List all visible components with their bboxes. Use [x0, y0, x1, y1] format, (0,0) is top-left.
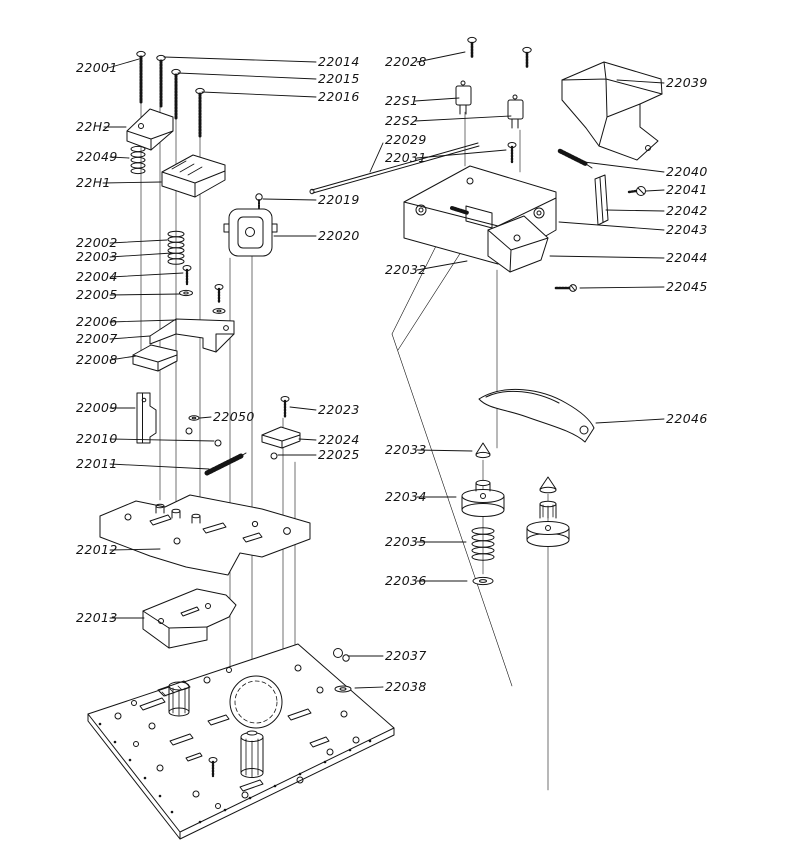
leader-22038	[354, 686, 384, 689]
part-cap-22033	[475, 442, 491, 459]
part-screw-22045	[554, 284, 577, 292]
part-spring-22035	[471, 527, 495, 561]
part-washer-22038	[334, 685, 352, 693]
part-bracket-22008	[132, 344, 178, 372]
part-chassis-plate	[87, 643, 395, 840]
leader-22012	[109, 548, 161, 551]
leader-22015	[177, 72, 317, 80]
leader-22011	[109, 463, 210, 470]
part-bracket-22h2	[126, 108, 174, 151]
leader-22006	[109, 319, 177, 323]
leader-22050	[199, 416, 212, 419]
part-lever-22009	[136, 392, 157, 444]
leader-22045	[579, 286, 665, 289]
leader-22040	[583, 161, 665, 173]
leader-22031	[416, 149, 507, 159]
part-screw-22031	[507, 142, 517, 164]
leader-22014	[163, 56, 317, 63]
leader-22032	[416, 260, 468, 271]
leader-22H1	[102, 181, 162, 184]
part-bracket-22013	[142, 588, 237, 649]
leader-22002	[109, 239, 168, 244]
part-cover-22039	[561, 61, 663, 161]
part-arm-22046	[478, 388, 595, 443]
leader-22003	[109, 252, 173, 258]
leader-22007	[109, 335, 151, 340]
part-bracket-22h1	[161, 154, 226, 198]
part-pulley-22034	[461, 479, 505, 517]
leader-22024	[298, 438, 317, 441]
part-spring-22011	[204, 452, 247, 476]
leader-22008	[109, 355, 137, 361]
part-switch-22s2	[507, 94, 524, 129]
part-clip-22024	[261, 426, 301, 449]
part-screws-22028	[467, 36, 532, 70]
leader-22033	[416, 449, 473, 452]
leader-22019	[262, 198, 317, 201]
leader-22023	[289, 406, 317, 411]
leader-22010	[109, 438, 215, 442]
part-spring-22049	[130, 145, 146, 175]
part-solenoid-22020	[223, 208, 278, 257]
part-screw-22004	[179, 265, 193, 297]
leader-22004	[109, 272, 184, 278]
leader-22042	[605, 209, 665, 212]
part-clip-22037	[333, 648, 350, 662]
leader-22029	[369, 142, 384, 173]
leader-22043	[558, 221, 665, 231]
leader-22S1	[414, 97, 460, 102]
leader-22016	[201, 91, 317, 98]
part-plate-22012	[99, 494, 311, 576]
part-spring-22040	[557, 148, 593, 169]
part-screw-22023	[280, 396, 290, 419]
leader-22001	[107, 58, 140, 69]
part-plate-22006	[149, 318, 235, 353]
part-switch-22s1	[455, 80, 472, 115]
screw-set-topleft	[136, 50, 205, 138]
part-washer-22050	[185, 415, 222, 447]
leader-22041	[645, 189, 665, 192]
leader-22049	[109, 156, 130, 159]
part-bracket-22044	[487, 215, 549, 273]
part-ring-22025	[270, 452, 278, 460]
leader-22044	[549, 255, 665, 259]
part-pulley-right	[526, 476, 570, 547]
part-screw-secondary	[212, 284, 226, 314]
part-strip-22042	[594, 174, 609, 226]
part-screw-22019	[255, 193, 263, 209]
part-rod-22029	[309, 142, 480, 195]
part-washer-22036	[472, 576, 494, 586]
part-spring-22002	[167, 230, 185, 265]
leader-lines	[102, 51, 665, 689]
leader-22005	[109, 293, 181, 296]
part-screw-22041	[627, 186, 646, 196]
leader-22028	[416, 51, 466, 63]
leader-22046	[595, 418, 665, 424]
leader-22S2	[414, 115, 512, 122]
leader-22039	[616, 79, 665, 84]
